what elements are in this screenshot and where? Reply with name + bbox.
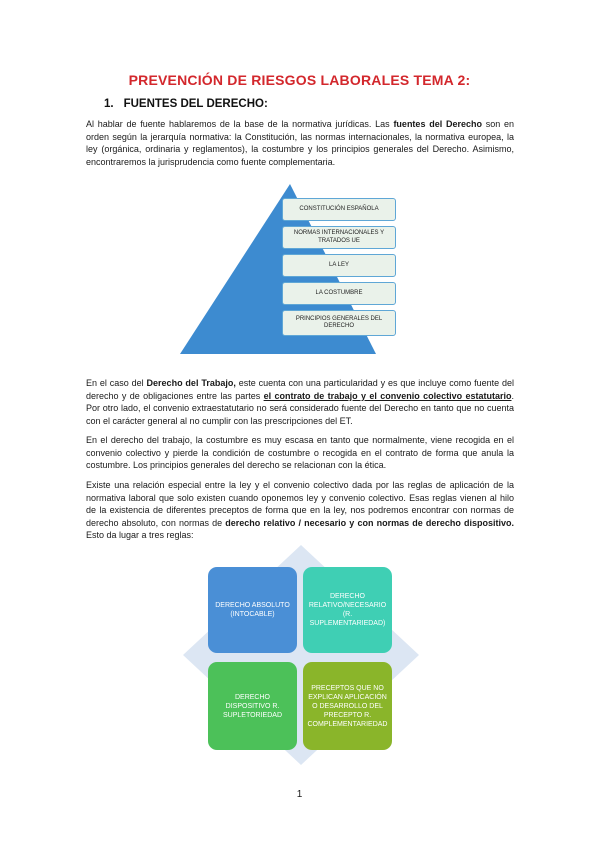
pyramid-item: NORMAS INTERNACIONALES Y TRATADOS UE (282, 226, 396, 249)
text-run: Existe una relación especial entre la le… (86, 480, 514, 528)
matrix-cell-relative: DERECHO RELATIVO/NECESARIO (R. SUPLEMENT… (303, 567, 392, 653)
matrix-cell-complementary: PRECEPTOS QUE NO EXPLICAN APLICACIÓN O D… (303, 662, 392, 750)
text-run: este cuenta con una particularidad y es … (86, 378, 514, 401)
paragraph-labor-law: En el caso del Derecho del Trabajo, este… (86, 377, 514, 427)
bold-term: fuentes del Derecho (393, 119, 482, 129)
section-title: FUENTES DEL DERECHO: (123, 98, 268, 110)
page-number: 1 (296, 789, 303, 800)
paragraph-sources: Al hablar de fuente hablaremos de la bas… (86, 118, 514, 168)
section-number: 1. (104, 98, 114, 110)
text-run: Al hablar de fuente hablaremos de la bas… (86, 119, 394, 129)
pyramid-item: PRINCIPIOS GENERALES DEL DERECHO (282, 310, 396, 336)
pyramid-item: LA LEY (282, 254, 396, 277)
matrix-cell-absolute: DERECHO ABSOLUTO (INTOCABLE) (208, 567, 297, 653)
rules-matrix: DERECHO ABSOLUTO (INTOCABLE) DERECHO REL… (183, 545, 419, 765)
hierarchy-pyramid: CONSTITUCIÓN ESPAÑOLA NORMAS INTERNACION… (180, 184, 400, 356)
text-run: . Por otro lado, el convenio extraestatu… (86, 390, 515, 426)
underlined-term: el contrato de trabajo y el convenio col… (263, 390, 512, 401)
text-run: son en orden según la jerarquía normativ… (86, 119, 514, 167)
document-title: PREVENCIÓN DE RIESGOS LABORALES TEMA 2: (128, 72, 471, 88)
text-run: En el caso del (86, 378, 147, 388)
section-heading: 1. FUENTES DEL DERECHO: (104, 98, 268, 110)
bold-term: Derecho del Trabajo, (146, 378, 236, 388)
pyramid-item: CONSTITUCIÓN ESPAÑOLA (282, 198, 396, 221)
paragraph-rules: Existe una relación especial entre la le… (86, 479, 514, 542)
bold-term: derecho relativo / necesario y con norma… (225, 517, 514, 528)
pyramid-item: LA COSTUMBRE (282, 282, 396, 305)
matrix-cell-dispositive: DERECHO DISPOSITIVO R. SUPLETORIEDAD (208, 662, 297, 750)
paragraph-custom: En el derecho del trabajo, la costumbre … (86, 435, 514, 471)
text-run: Esto da lugar a tres reglas: (86, 530, 194, 541)
